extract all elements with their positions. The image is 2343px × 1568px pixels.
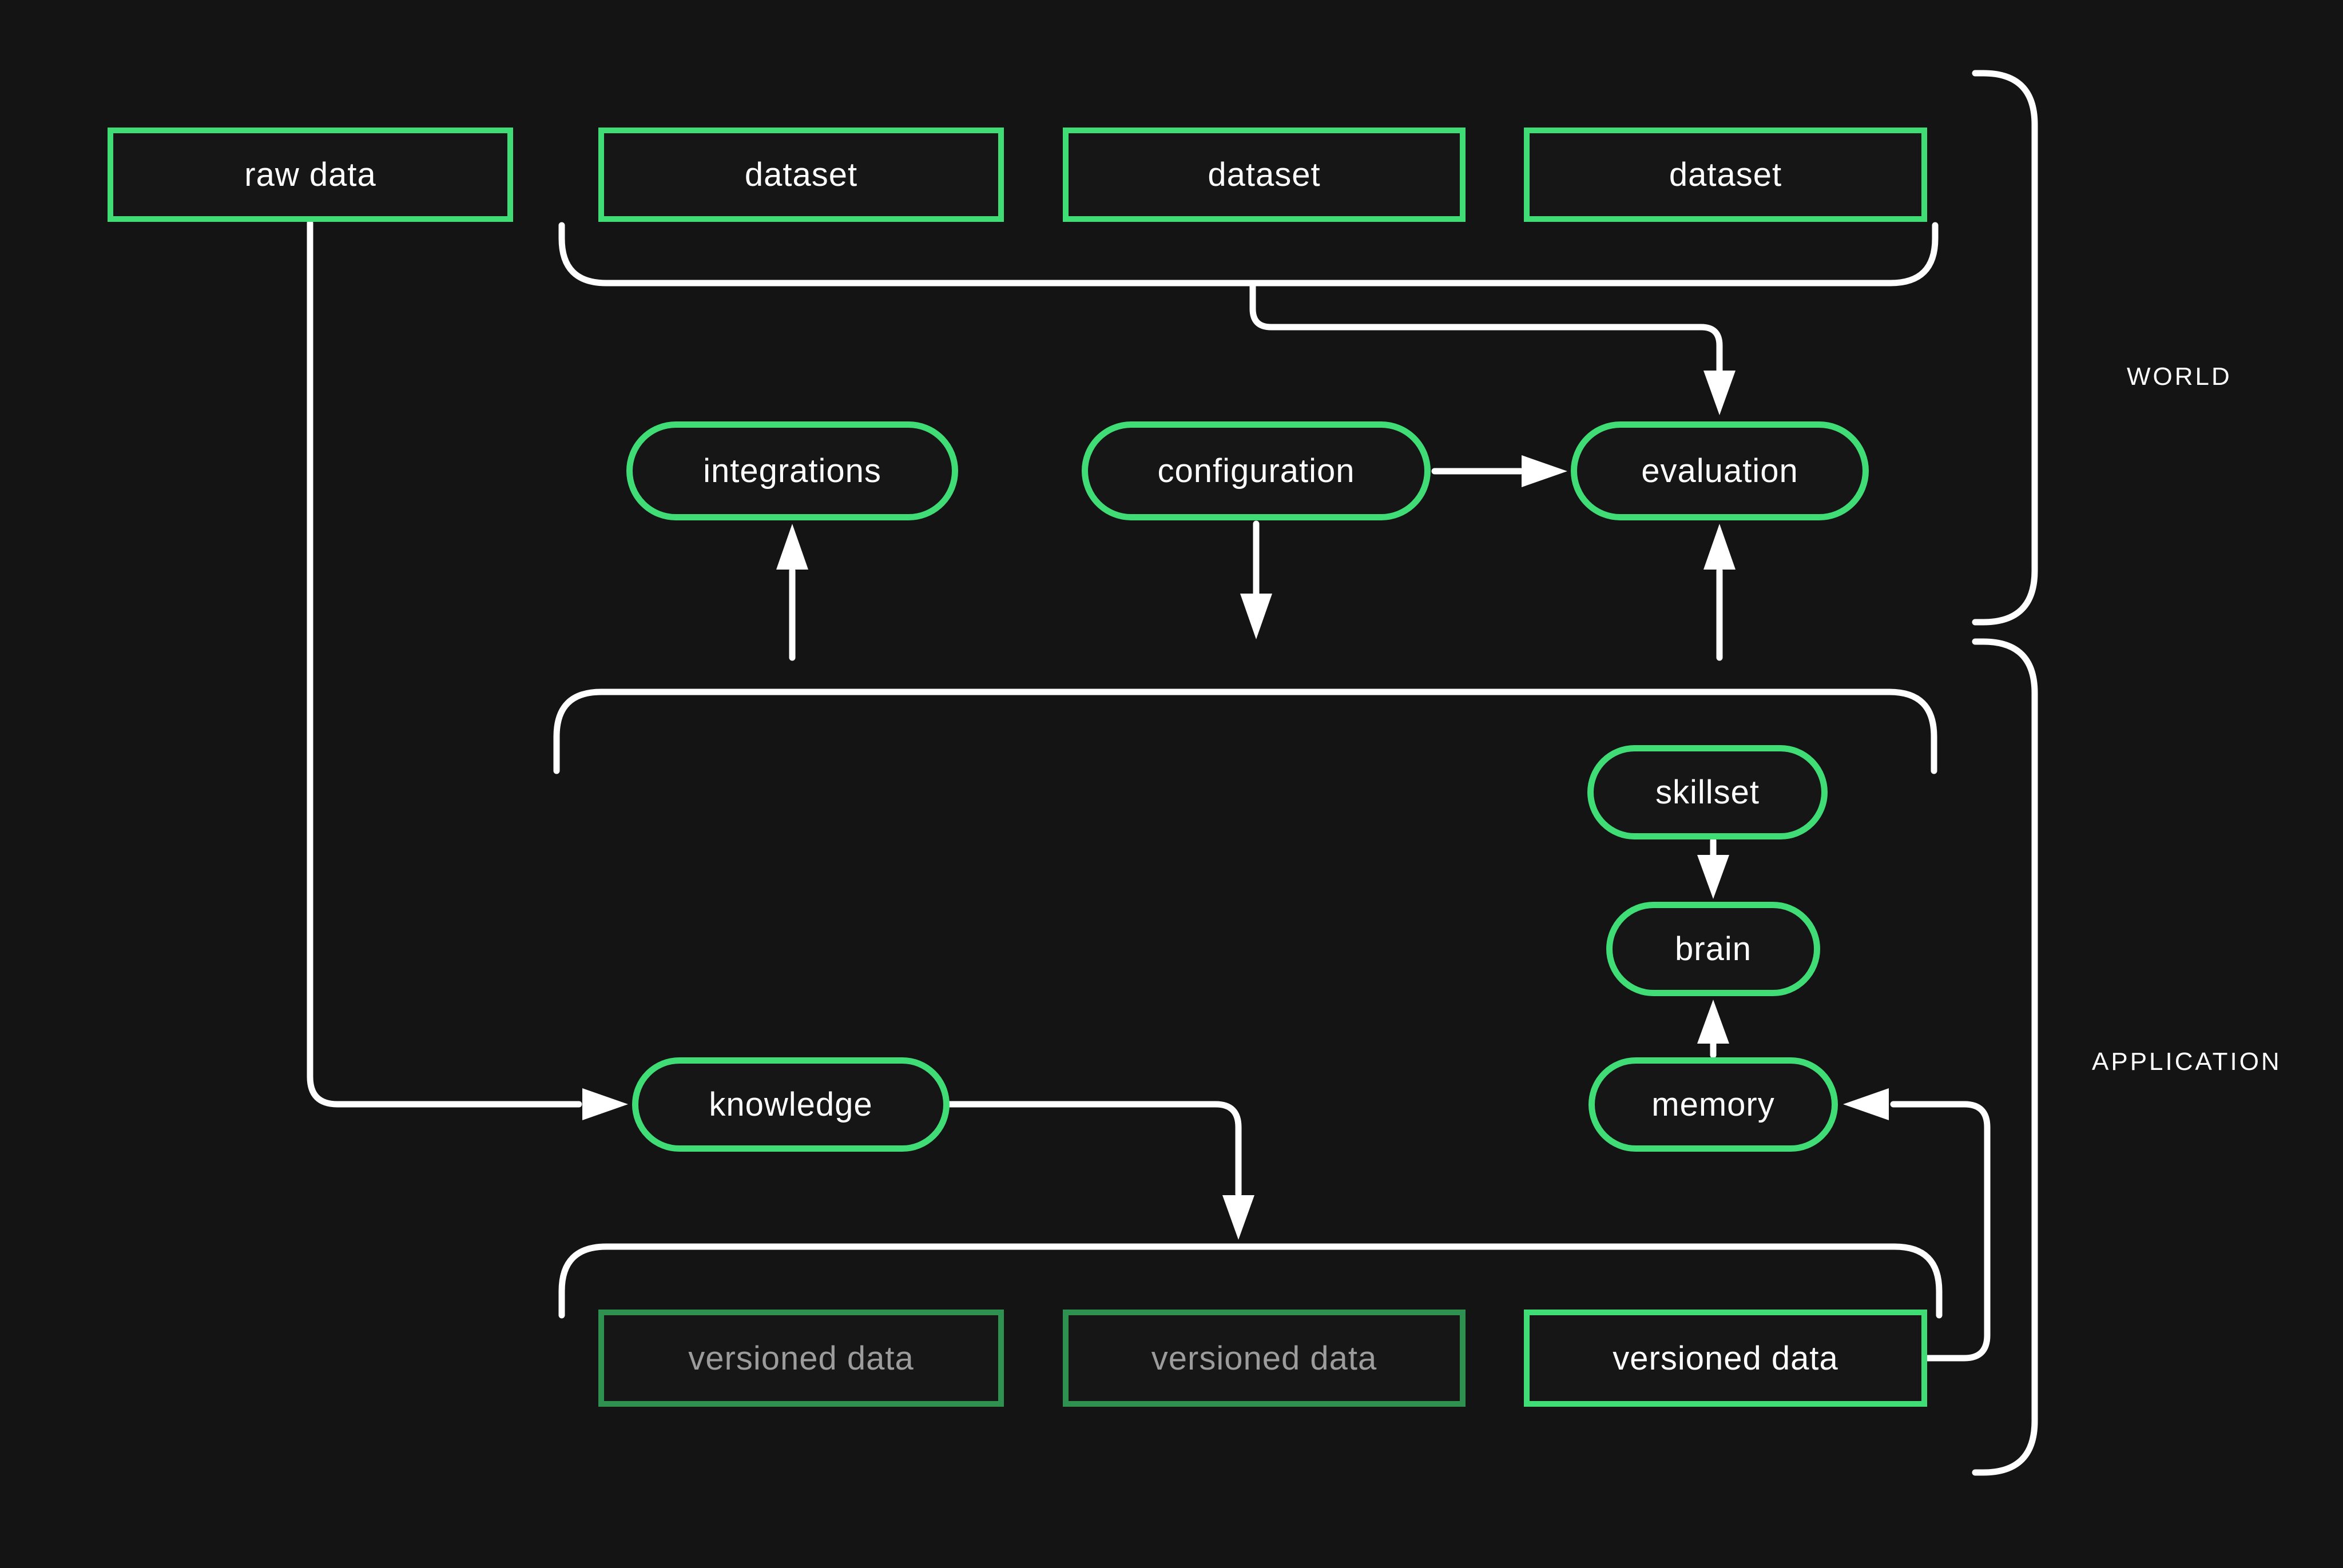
node-brain: brain: [1606, 902, 1820, 996]
arrowhead-into-knowledge: [582, 1088, 628, 1120]
node-dataset-1-label: dataset: [744, 156, 858, 193]
node-skillset-label: skillset: [1655, 774, 1760, 811]
world-group-label: WORLD: [2127, 363, 2232, 391]
arrowhead-into-evaluation-top: [1703, 371, 1736, 415]
node-dataset-2-label: dataset: [1208, 156, 1321, 193]
edge-knowledge-to-versioned: [946, 1101, 1242, 1197]
application-bracket: [1972, 638, 2038, 1476]
arrowhead-into-evaluation-left: [1522, 455, 1567, 487]
node-evaluation: evaluation: [1571, 421, 1869, 520]
node-memory: memory: [1589, 1057, 1838, 1152]
node-raw-data-label: raw data: [244, 156, 376, 193]
arrowhead-into-integrations: [776, 524, 808, 570]
node-versioned-data-3: versioned data: [1524, 1310, 1927, 1407]
world-bracket: [1972, 70, 2038, 626]
node-versioned-data-1: versioned data: [598, 1310, 1004, 1407]
edge-rawdata-to-knowledge: [307, 220, 582, 1108]
arrowhead-from-configuration: [1240, 594, 1272, 639]
arrowhead-into-evaluation-bottom: [1703, 524, 1736, 570]
world-group-label-text: WORLD: [2127, 363, 2232, 391]
arrowhead-into-memory: [1843, 1088, 1889, 1120]
node-evaluation-label: evaluation: [1641, 452, 1798, 489]
node-versioned-data-1-label: versioned data: [688, 1339, 914, 1377]
node-knowledge-label: knowledge: [709, 1086, 873, 1123]
node-dataset-3: dataset: [1524, 128, 1927, 222]
arrowhead-into-brain-top: [1697, 855, 1729, 899]
node-configuration: configuration: [1082, 421, 1431, 520]
edge-versioned-to-memory: [1890, 1101, 1991, 1362]
node-dataset-1: dataset: [598, 128, 1004, 222]
edge-datasets-to-evaluation: [1249, 281, 1723, 374]
node-versioned-data-2: versioned data: [1063, 1310, 1466, 1407]
application-group-label-text: APPLICATION: [2092, 1048, 2282, 1076]
node-configuration-label: configuration: [1157, 452, 1355, 489]
node-dataset-2: dataset: [1063, 128, 1466, 222]
node-versioned-data-3-label: versioned data: [1613, 1339, 1838, 1377]
node-knowledge: knowledge: [632, 1057, 950, 1152]
arrowhead-into-brain-bottom: [1697, 1000, 1729, 1044]
dataset-group-bracket: [558, 222, 1939, 286]
node-memory-label: memory: [1651, 1086, 1775, 1123]
node-integrations: integrations: [626, 421, 958, 520]
node-integrations-label: integrations: [703, 452, 881, 489]
node-versioned-data-2-label: versioned data: [1151, 1339, 1377, 1377]
node-brain-label: brain: [1675, 930, 1752, 968]
application-group-label: APPLICATION: [2092, 1048, 2282, 1076]
application-group-bracket: [553, 689, 1937, 774]
node-raw-data: raw data: [108, 128, 513, 222]
arrowhead-into-versioned-group: [1222, 1195, 1254, 1240]
versioned-group-bracket: [558, 1243, 1943, 1319]
node-dataset-3-label: dataset: [1669, 156, 1782, 193]
node-skillset: skillset: [1587, 745, 1828, 839]
